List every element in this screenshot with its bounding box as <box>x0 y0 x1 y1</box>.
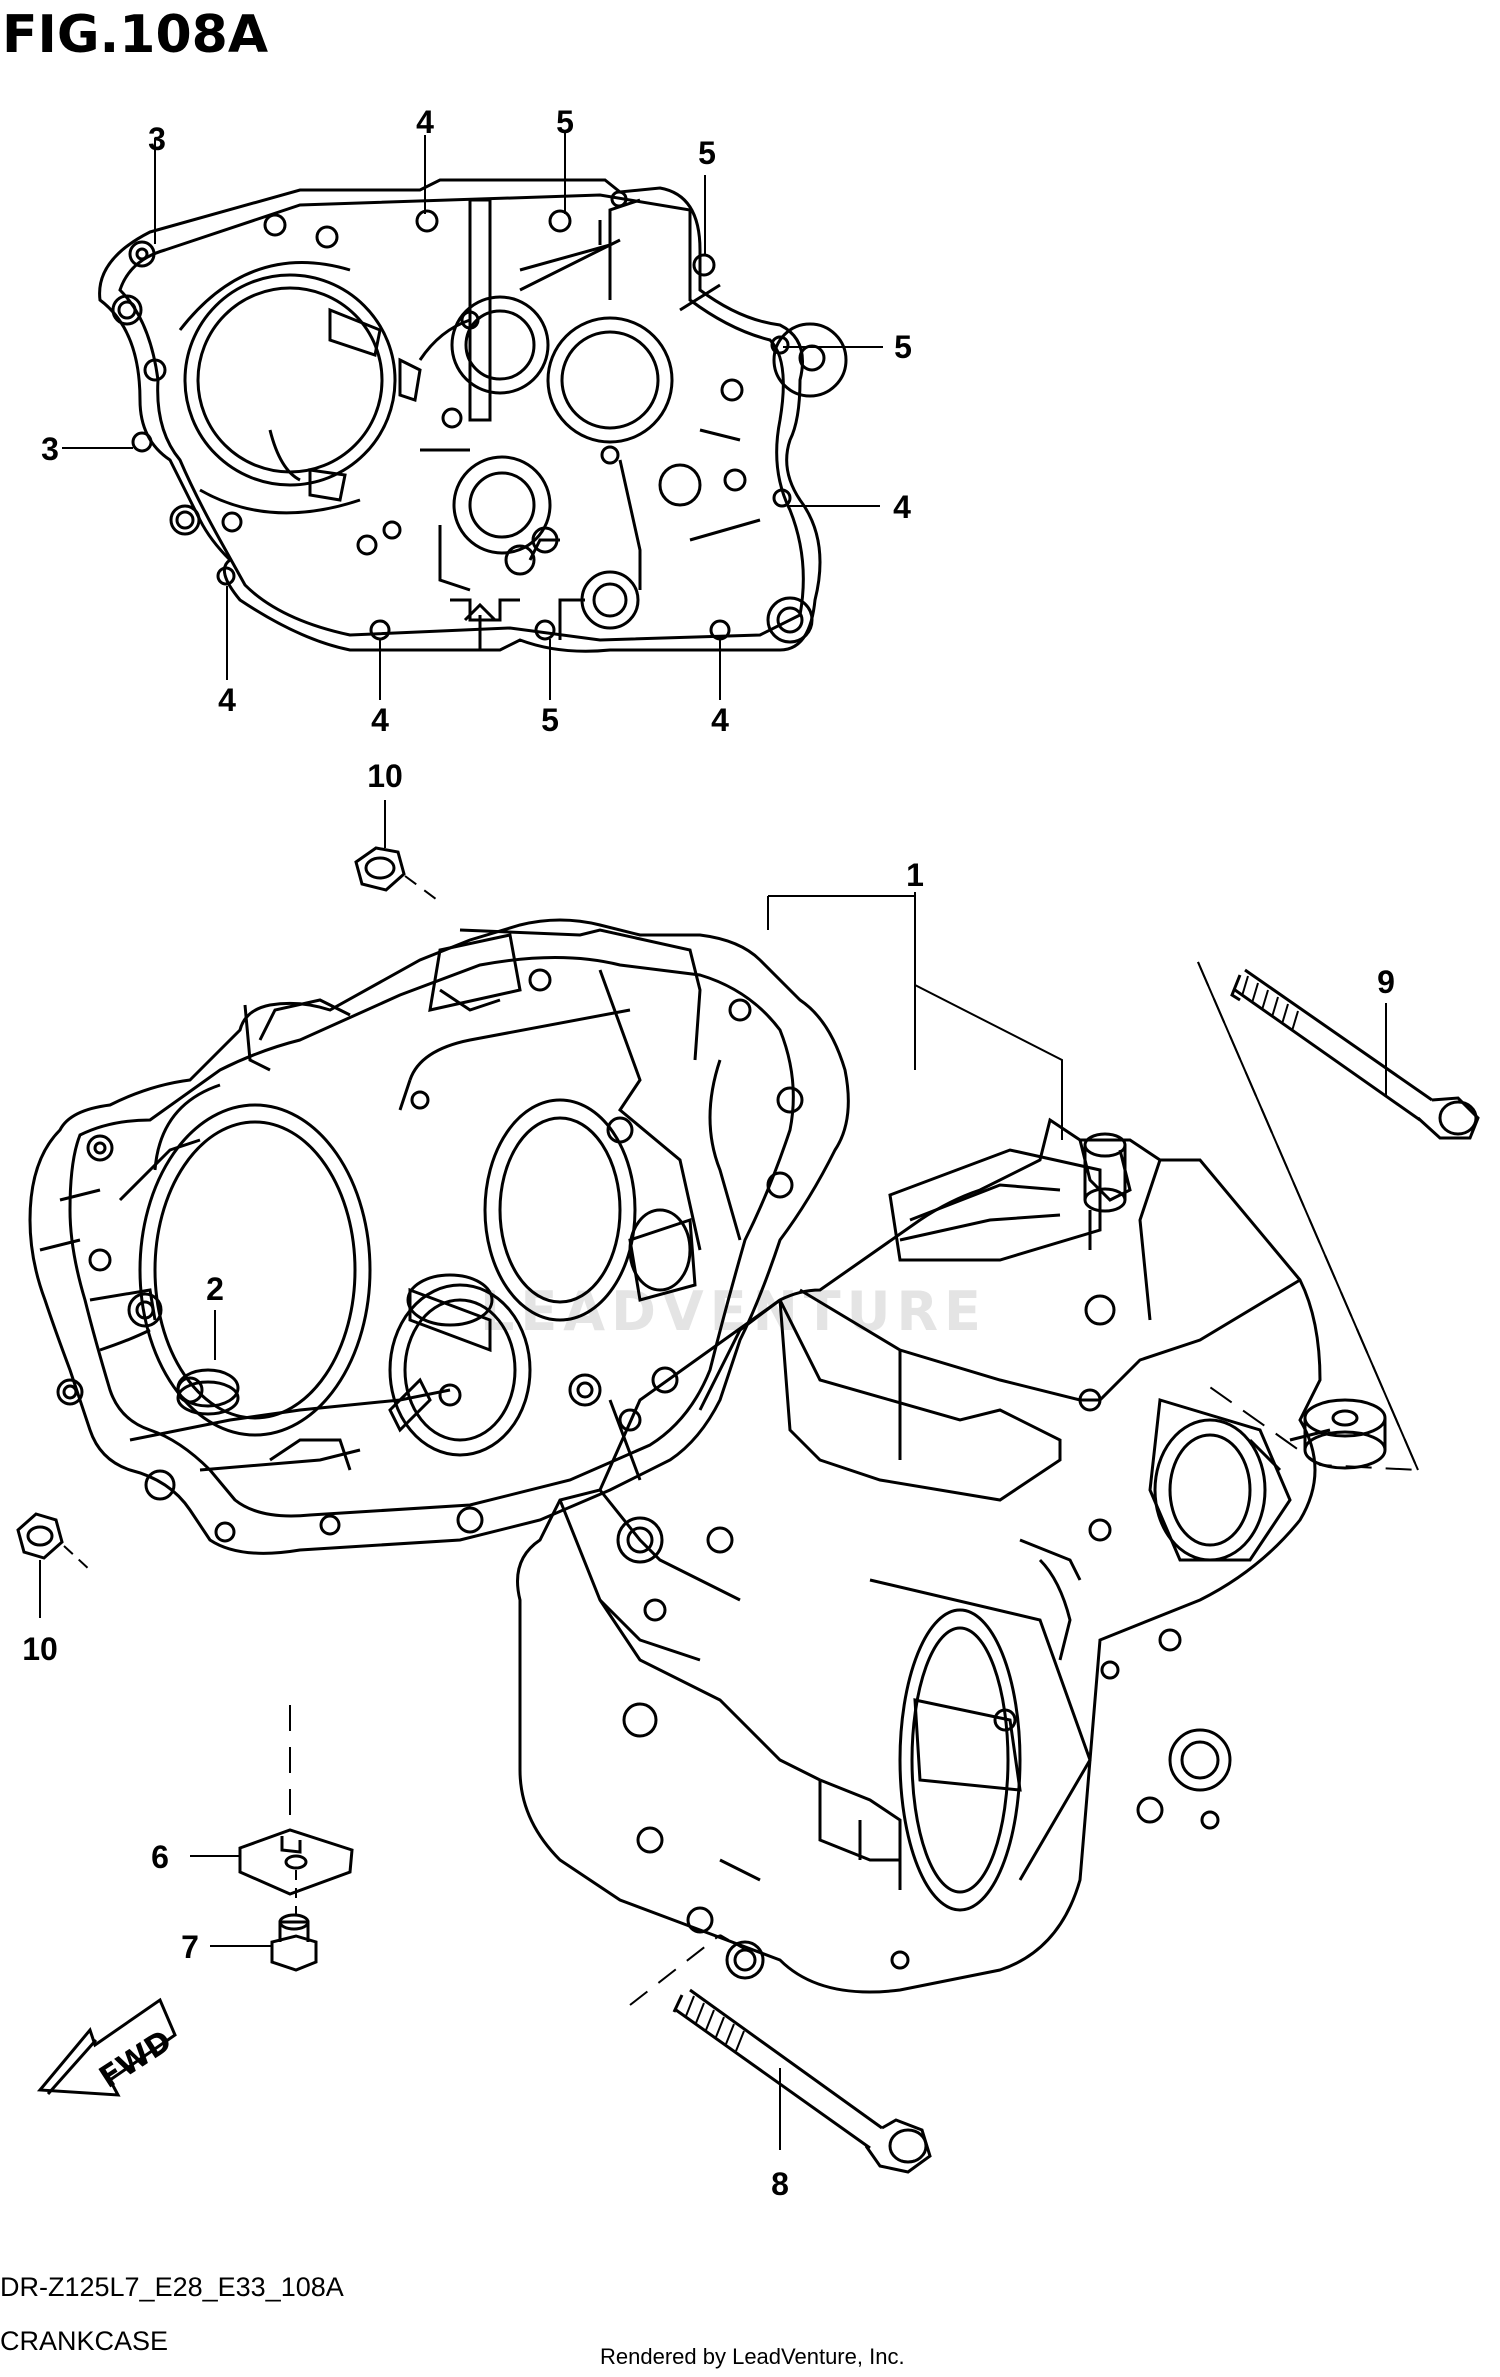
bolt-threads <box>685 975 1299 2052</box>
callout-label: 5 <box>556 104 574 140</box>
fwd-arrow-icon: FWD <box>36 1997 178 2097</box>
callout-label: 4 <box>218 682 236 718</box>
callout-label: 10 <box>367 758 403 794</box>
crankcase-top-view <box>98 178 848 653</box>
figure-code: DR-Z125L7_E28_E33_108A <box>0 2272 344 2302</box>
rendered-by: Rendered by LeadVenture, Inc. <box>600 2344 905 2369</box>
callout-label: 6 <box>151 1839 169 1875</box>
callout-label: 9 <box>1377 964 1395 1000</box>
nut-top <box>354 846 406 892</box>
top-view-leaders <box>62 130 883 700</box>
dowel-pin <box>176 1368 240 1408</box>
callout-label: 5 <box>894 329 912 365</box>
callout-label: 4 <box>711 702 729 738</box>
callout-label: 4 <box>416 104 434 140</box>
screw <box>270 1934 318 1972</box>
callout-label: 7 <box>181 1929 199 1965</box>
bolt-8-shank <box>675 2008 871 2150</box>
callout-label: 4 <box>893 489 911 525</box>
figure-title: FIG.108A <box>2 5 268 65</box>
callout-label: 3 <box>41 431 59 467</box>
right-crankcase-half <box>516 1117 1387 1994</box>
figure-name: CRANKCASE <box>0 2326 168 2356</box>
small-parts <box>16 846 1480 2174</box>
exploded-callouts: 10 1 9 2 10 6 7 8 <box>22 758 1395 2202</box>
top-view-callouts: 3 4 5 5 5 3 4 4 4 5 4 <box>41 104 912 738</box>
callout-label: 8 <box>771 2166 789 2202</box>
exploded-leaders <box>39 800 1420 2150</box>
callout-label: 1 <box>906 857 924 893</box>
callout-label: 5 <box>541 702 559 738</box>
nut-left <box>16 1512 64 1560</box>
callout-label: 2 <box>206 1271 224 1307</box>
plate <box>238 1828 354 1896</box>
callout-label: 10 <box>22 1631 58 1667</box>
bolt-9-shank <box>1234 988 1421 1122</box>
callout-label: 3 <box>148 121 166 157</box>
callout-label: 4 <box>371 702 389 738</box>
left-crankcase-half <box>28 918 850 1555</box>
callout-label: 5 <box>698 135 716 171</box>
